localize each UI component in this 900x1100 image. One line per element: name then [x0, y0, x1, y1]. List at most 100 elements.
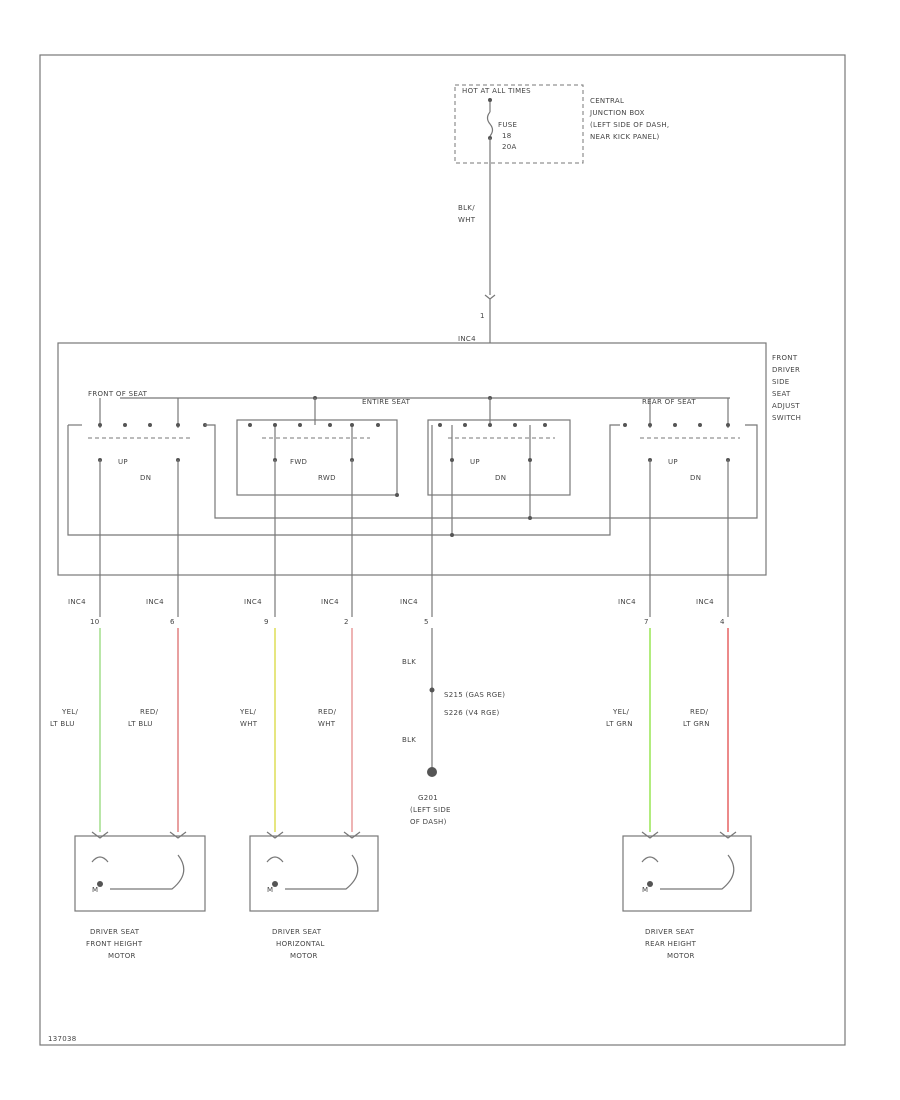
fuse-label: FUSE	[498, 121, 517, 129]
motor-name: MOTOR	[290, 952, 318, 960]
switch-name-1: FRONT	[772, 354, 798, 362]
hot-at-all-times-label: HOT AT ALL TIMES	[462, 87, 531, 95]
connector-pin: 2	[344, 618, 349, 626]
connector-name: INC4	[146, 598, 164, 606]
fuse-symbol	[486, 111, 494, 137]
junction-box-name-3: (LEFT SIDE OF DASH,	[590, 121, 669, 129]
wire-label: RED/	[690, 708, 709, 716]
ground-wire-top-label: BLK	[402, 658, 416, 666]
section-rear-dn: DN	[690, 474, 701, 482]
wire-label: YEL/	[61, 708, 78, 716]
switch-name-3: SIDE	[772, 378, 790, 386]
switch-name-5: ADJUST	[772, 402, 800, 410]
connector-pin: 5	[424, 618, 429, 626]
connector-7: INC4 4	[696, 575, 729, 626]
wire-label: YEL/	[612, 708, 629, 716]
wire-label: LT BLU	[50, 720, 75, 728]
connector-pin: 10	[90, 618, 100, 626]
motor-name: FRONT HEIGHT	[86, 940, 143, 948]
wire-label: RED/	[140, 708, 159, 716]
fuse-rating: 20A	[502, 143, 517, 151]
connector-4: INC4 2	[321, 575, 353, 626]
ground-name-2: (LEFT SIDE	[410, 806, 451, 814]
section-title-rear: REAR OF SEAT	[642, 398, 696, 406]
switch-pin: 1	[480, 312, 485, 320]
junction-box-name-1: CENTRAL	[590, 97, 624, 105]
bus-dot	[488, 98, 492, 102]
connector-name: INC4	[321, 598, 339, 606]
connector-pin: 6	[170, 618, 175, 626]
section-front-dn: DN	[140, 474, 151, 482]
switch-section-rear: UP DN	[623, 398, 740, 482]
motor-front-height: M DRIVER SEAT FRONT HEIGHT MOTOR	[74, 831, 206, 960]
section-front-up: UP	[118, 458, 128, 466]
seat-adjust-switch: FRONT DRIVER SIDE SEAT ADJUST SWITCH FRO…	[57, 342, 801, 576]
section-title-entire: ENTIRE SEAT	[362, 398, 411, 406]
motor-name: HORIZONTAL	[276, 940, 325, 948]
wire-label: RED/	[318, 708, 337, 716]
feed-wire-color-2: WHT	[458, 216, 476, 224]
connector-2: INC4 6	[146, 575, 179, 626]
switch-section-entire: FWD RWD	[236, 398, 399, 497]
connector-name: INC4	[68, 598, 86, 606]
splice-dot	[429, 687, 435, 693]
motor-name: MOTOR	[108, 952, 136, 960]
feed-wire-color-1: BLK/	[458, 204, 475, 212]
ground-path: BLK S215 (GAS RGE) S226 (V4 RGE) BLK G20…	[402, 628, 505, 826]
motor-rear-height: M DRIVER SEAT REAR HEIGHT MOTOR	[622, 831, 752, 960]
connector-name: INC4	[244, 598, 262, 606]
switch-name-6: SWITCH	[772, 414, 801, 422]
wire-label: LT BLU	[128, 720, 153, 728]
switch-section-center: UP DN	[427, 398, 571, 537]
connector-1: INC4 10	[68, 575, 101, 626]
connector-pin: 4	[720, 618, 725, 626]
motor-symbol: M	[642, 886, 648, 894]
motor-name: MOTOR	[667, 952, 695, 960]
fuse-number: 18	[502, 132, 512, 140]
section-entire-fwd: FWD	[290, 458, 307, 466]
connector-name: INC4	[400, 598, 418, 606]
ground-icon	[427, 767, 437, 777]
motor-name: DRIVER SEAT	[645, 928, 695, 936]
wire-label: WHT	[240, 720, 258, 728]
diagram-frame	[39, 54, 846, 1046]
section-entire-rwd: RWD	[318, 474, 336, 482]
connector-5: INC4 5	[400, 575, 433, 626]
junction-box-name-4: NEAR KICK PANEL)	[590, 133, 660, 141]
section-center-dn: DN	[495, 474, 506, 482]
switch-connector: INC4	[458, 335, 476, 343]
section-rear-up: UP	[668, 458, 678, 466]
motor-symbol: M	[267, 886, 273, 894]
junction-box-name-2: JUNCTION BOX	[589, 109, 645, 117]
connector-pin: 9	[264, 618, 269, 626]
switch-outline	[57, 342, 767, 576]
connector-name: INC4	[696, 598, 714, 606]
feed-connector-symbol	[484, 294, 496, 300]
connector-3: INC4 9	[244, 575, 276, 626]
section-center-up: UP	[470, 458, 480, 466]
wire-label: LT GRN	[606, 720, 633, 728]
splice-2-label: S226 (V4 RGE)	[444, 709, 500, 717]
ground-wire-bottom-label: BLK	[402, 736, 416, 744]
harness-connectors: INC4 10 INC4 6 INC4 9 INC4 2 INC4 5 INC4…	[68, 575, 729, 626]
connector-name: INC4	[618, 598, 636, 606]
splice-1-label: S215 (GAS RGE)	[444, 691, 505, 699]
motor-name: REAR HEIGHT	[645, 940, 697, 948]
connector-6: INC4 7	[618, 575, 651, 626]
motor-wires: YEL/ LT BLU RED/ LT BLU YEL/ WHT RED/ WH…	[50, 628, 729, 832]
switch-name-2: DRIVER	[772, 366, 800, 374]
wire-label: YEL/	[239, 708, 256, 716]
junction-box-outline	[454, 84, 584, 164]
motor-horizontal: M DRIVER SEAT HORIZONTAL MOTOR	[249, 831, 379, 960]
ground-name-3: OF DASH)	[410, 818, 447, 826]
wire-label: LT GRN	[683, 720, 710, 728]
figure-code: 137038	[48, 1035, 77, 1043]
switch-section-front: UP DN	[67, 398, 758, 536]
motor-name: DRIVER SEAT	[90, 928, 140, 936]
switch-name-4: SEAT	[772, 390, 791, 398]
connector-pin: 7	[644, 618, 649, 626]
section-title-front: FRONT OF SEAT	[88, 390, 148, 398]
motor-name: DRIVER SEAT	[272, 928, 322, 936]
central-junction-box: HOT AT ALL TIMES FUSE 18 20A CENTRAL JUN…	[454, 84, 669, 164]
